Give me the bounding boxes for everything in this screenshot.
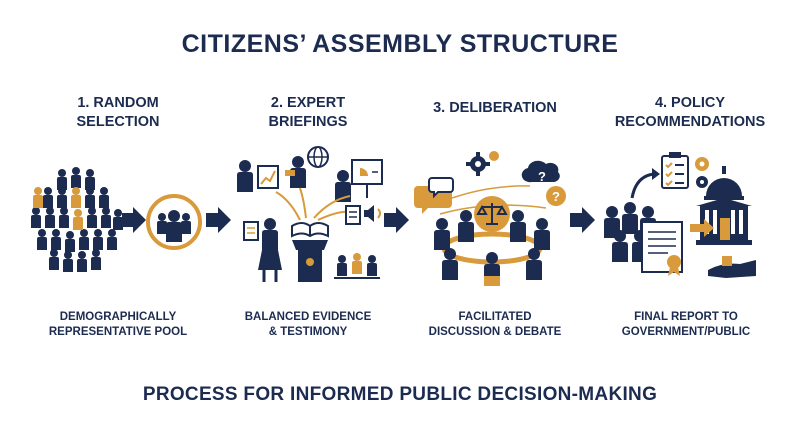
svg-text:?: ? [552,189,560,204]
government-report-icon [604,152,756,278]
arrow-icon [570,207,595,233]
arrow-icon [384,207,409,233]
step-3-title: 3. DELIBERATION [410,99,580,118]
step-4-caption-line-2: GOVERNMENT/PUBLIC [621,326,751,338]
crowd-selection-icon [31,167,123,272]
expert-briefing-icon [237,146,383,282]
step-3-caption-line-1: FACILITATED [458,311,532,323]
step-4-title: 4. POLICY RECOMMENDATIONS [605,94,775,132]
step-1-title-line-1: 1. RANDOM [77,95,159,111]
step-1-caption-line-2: REPRESENTATIVE POOL [48,326,188,338]
step-1-title-line-2: SELECTION [76,114,160,130]
process-subtitle: PROCESS FOR INFORMED PUBLIC DECISION-MAK… [142,384,658,405]
step-3-title-line-1: 3. DELIBERATION [433,100,557,116]
step-1-caption-line-1: DEMOGRAPHICALLY [59,311,177,323]
step-3-caption: FACILITATED DISCUSSION & DEBATE [405,310,585,340]
step-2-caption: BALANCED EVIDENCE & TESTIMONY [218,310,398,340]
step-1-caption: DEMOGRAPHICALLY REPRESENTATIVE POOL [28,310,208,340]
page-title: CITIZENS’ ASSEMBLY STRUCTURE [181,30,619,58]
arrow-icon [122,207,146,233]
step-2-caption-line-1: BALANCED EVIDENCE [244,311,372,323]
step-4-title-line-1: 4. POLICY [654,95,726,111]
step-2-caption-line-2: & TESTIMONY [268,326,348,338]
step-4-caption-line-1: FINAL REPORT TO [634,311,738,323]
step-4-caption: FINAL REPORT TO GOVERNMENT/PUBLIC [596,310,776,340]
step-2-title: 2. EXPERT BRIEFINGS [223,94,393,132]
step-4-title-line-2: RECOMMENDATIONS [614,114,766,130]
arrow-icon [206,207,231,233]
step-2-title-line-2: BRIEFINGS [268,114,348,130]
step-3-caption-line-2: DISCUSSION & DEBATE [428,326,562,338]
selected-group-icon [146,194,202,250]
step-2-title-line-1: 2. EXPERT [270,95,346,111]
round-table-icon: ? ? [414,151,566,286]
svg-text:?: ? [538,169,546,184]
step-1-title: 1. RANDOM SELECTION [33,94,203,132]
